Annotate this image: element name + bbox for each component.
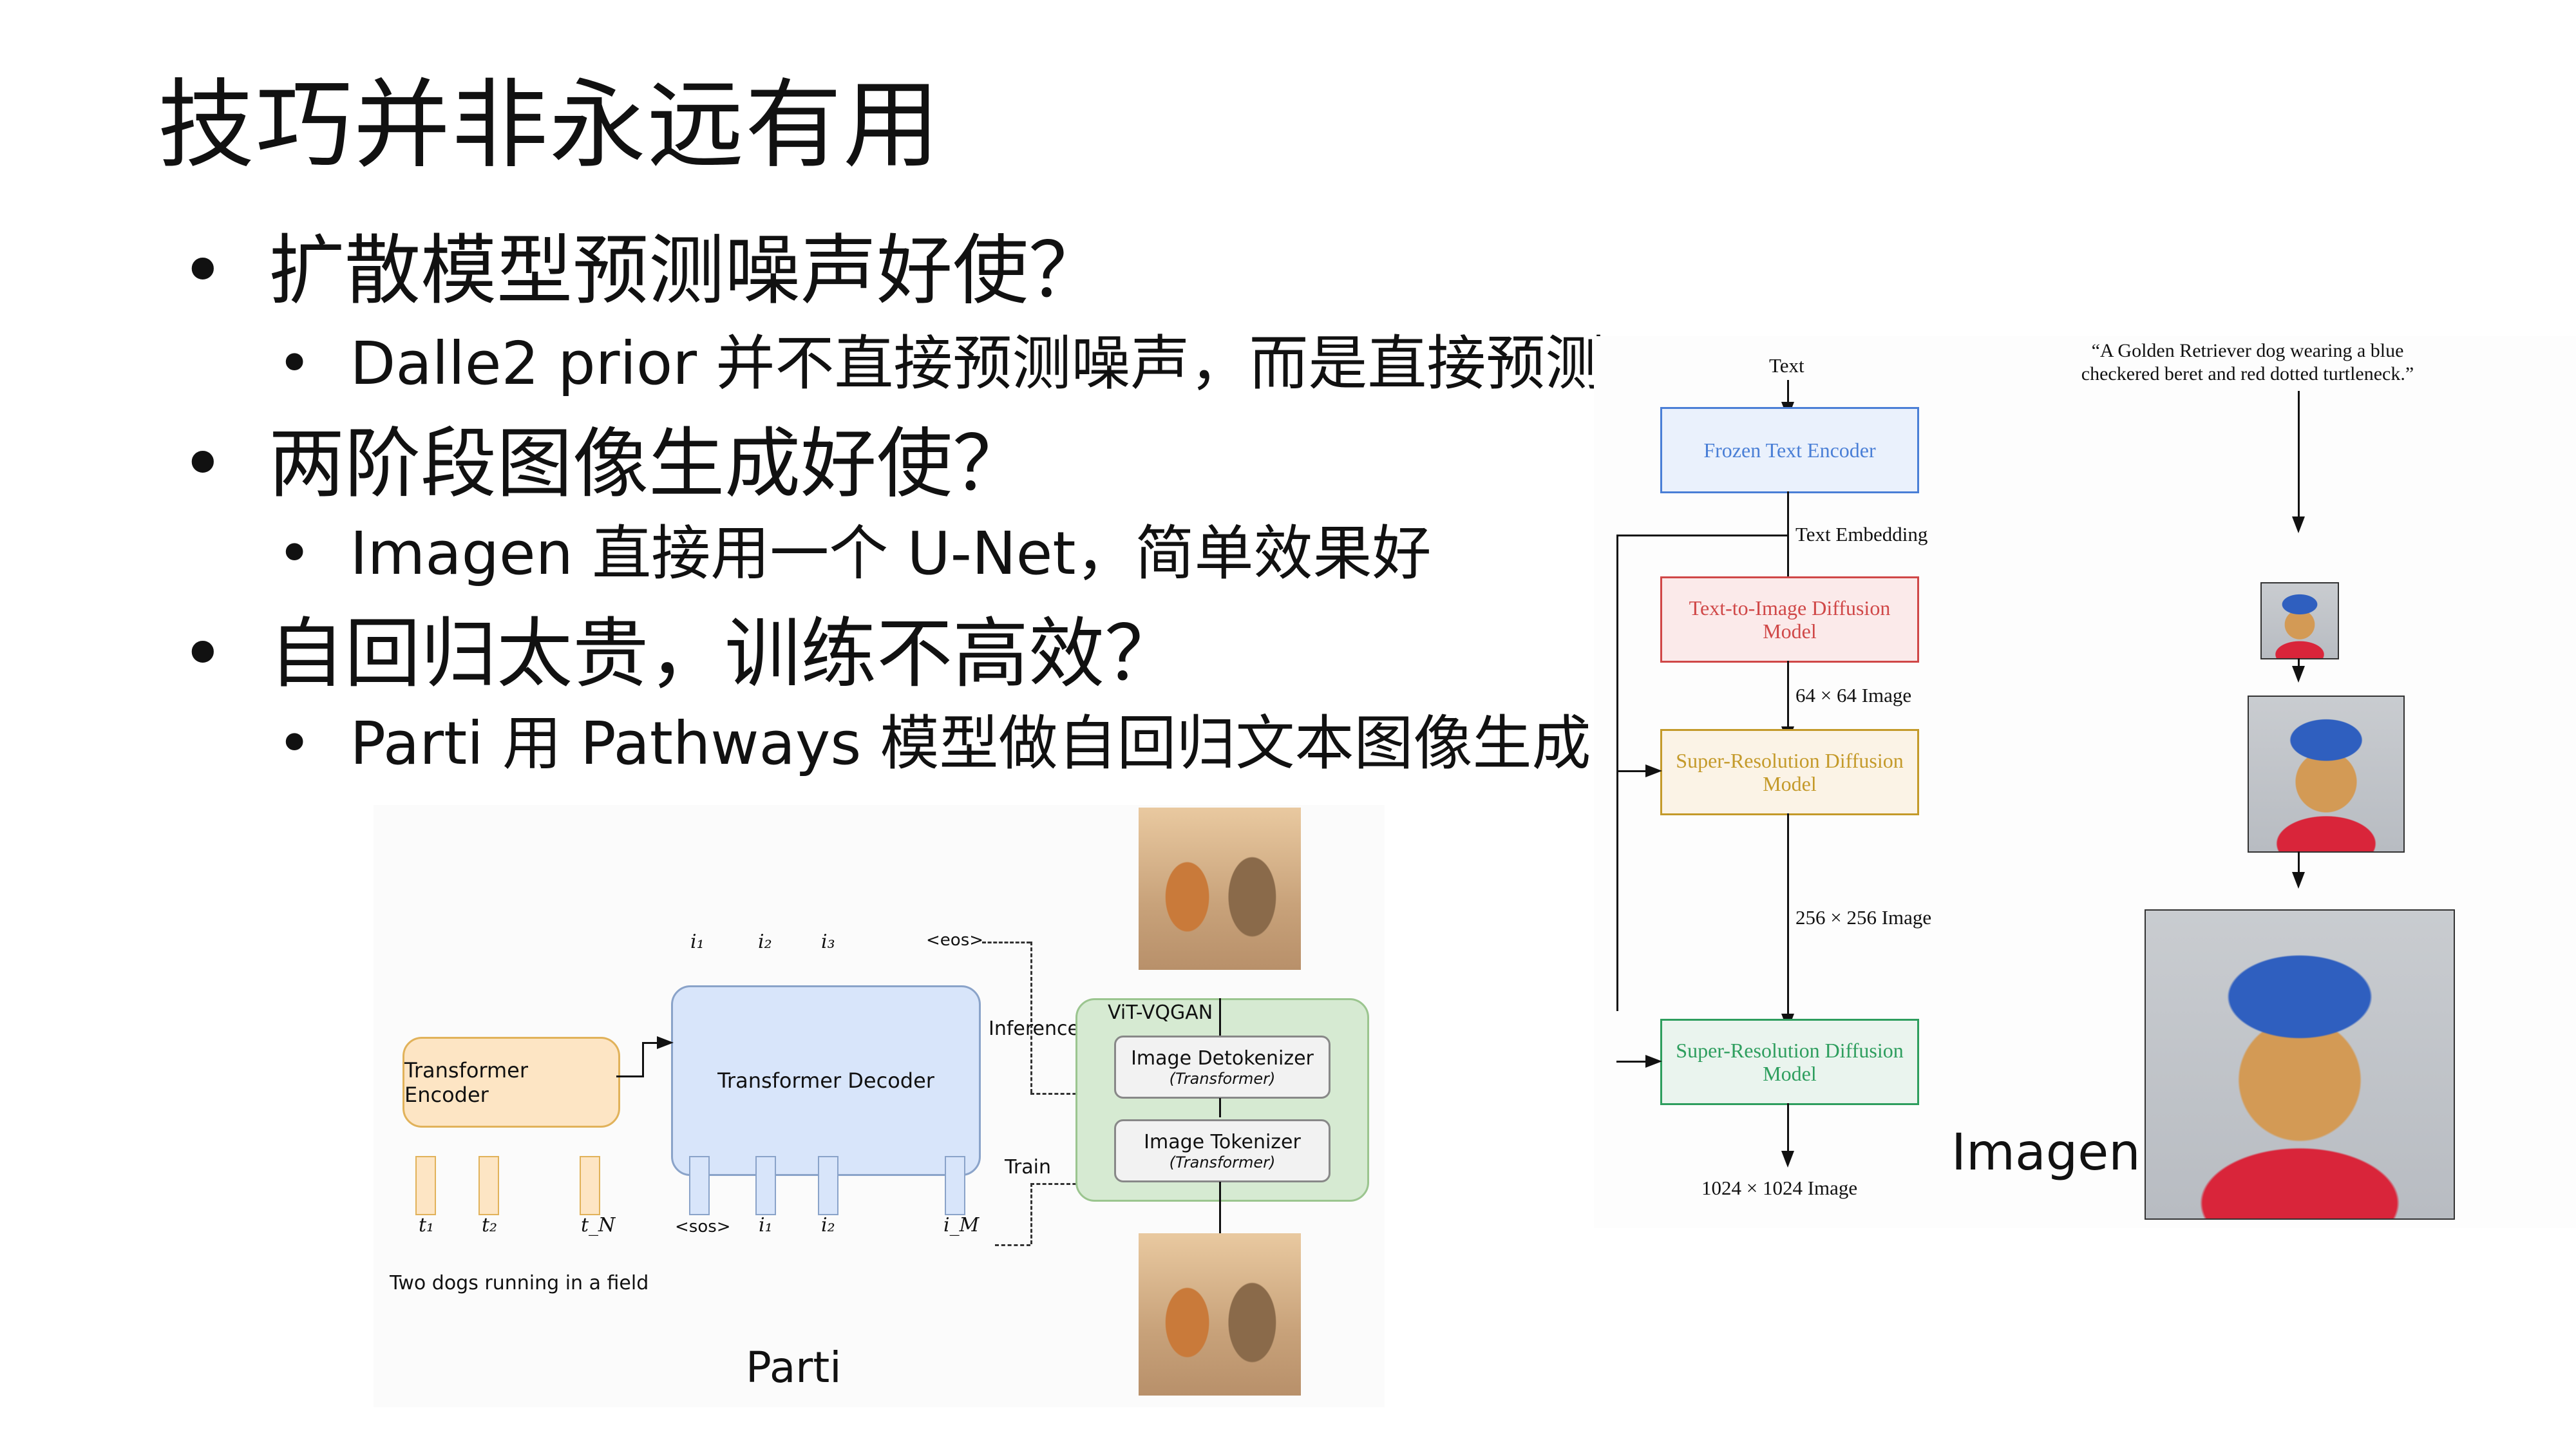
output-i1: i₁	[690, 931, 705, 953]
token-t2: t₂	[482, 1214, 498, 1236]
token-sos: <sos>	[675, 1217, 731, 1236]
bullet-dot: •	[277, 519, 312, 588]
dog-image-256	[2248, 696, 2405, 853]
imagen-prompt: “A Golden Retriever dog wearing a blue c…	[2081, 340, 2414, 384]
bullet-3-text: 自回归太贵，训练不高效？	[269, 609, 1181, 698]
output-i2: i₂	[758, 931, 772, 953]
tokenizer-subtitle: (Transformer)	[1169, 1153, 1276, 1171]
inference-path	[1030, 1093, 1088, 1095]
arrow-down-icon	[2292, 666, 2305, 683]
parti-diagram: Transformer Encoder t₁ t₂ t_N Two dogs r…	[374, 805, 1385, 1407]
text-embedding-label: Text Embedding	[1795, 523, 1928, 545]
arrow-down-icon	[1781, 1151, 1794, 1168]
input-dogs-image	[1139, 1233, 1301, 1396]
text-token	[580, 1156, 600, 1215]
edge-line	[2298, 851, 2300, 877]
text-to-image-box: Text-to-Image Diffusion Model	[1660, 576, 1919, 663]
bullet-2-text: 两阶段图像生成好使？	[269, 419, 1029, 508]
edge-line	[1787, 491, 1789, 588]
edge-line	[1787, 1103, 1789, 1155]
frozen-text-encoder-box: Frozen Text Encoder	[1660, 407, 1919, 493]
token-iM: i_M	[943, 1214, 980, 1236]
text-input-label: Text	[1769, 354, 1804, 377]
sub-bullet-1-text: Dalle2 prior 并不直接预测噪声，而是直接预测	[350, 329, 1624, 398]
encoder-to-decoder-line	[642, 1042, 644, 1077]
1024-image-label: 1024 × 1024 Image	[1701, 1177, 1858, 1199]
sub-bullet-2-text: Imagen 直接用一个 U-Net，简单效果好	[350, 519, 1432, 588]
slide-title: 技巧并非永远有用	[158, 70, 942, 182]
train-label: Train	[1005, 1156, 1051, 1179]
detokenizer-subtitle: (Transformer)	[1169, 1069, 1276, 1088]
image-token	[818, 1156, 838, 1215]
dog-image-64	[2260, 582, 2339, 659]
sub-bullet-3: • Parti 用 Pathways 模型做自回归文本图像生成	[277, 705, 1591, 782]
256-image-label: 256 × 256 Image	[1795, 906, 1932, 929]
output-eos: <eos>	[926, 931, 984, 950]
bullet-dot: •	[180, 609, 225, 698]
skip-line	[1616, 770, 1649, 772]
bullet-dot: •	[277, 329, 312, 398]
detokenizer-to-output-line	[1219, 998, 1221, 1036]
arrow-down-icon	[2292, 516, 2305, 533]
image-detokenizer-box: Image Detokenizer (Transformer)	[1114, 1036, 1331, 1099]
inference-path	[1030, 942, 1032, 1093]
transformer-encoder-box: Transformer Encoder	[402, 1037, 620, 1128]
imagen-diagram: Text Frozen Text Encoder Text Embedding …	[1594, 336, 2576, 1228]
bullet-1-text: 扩散模型预测噪声好使？	[269, 226, 1105, 315]
sub-bullet-3-text: Parti 用 Pathways 模型做自回归文本图像生成	[350, 709, 1591, 778]
sub-bullet-1: • Dalle2 prior 并不直接预测噪声，而是直接预测 zi	[277, 322, 1673, 419]
detokenizer-title: Image Detokenizer	[1131, 1046, 1314, 1070]
sub-bullet-2: • Imagen 直接用一个 U-Net，简单效果好	[277, 515, 1431, 592]
edge-line	[1787, 380, 1789, 406]
bullet-1: • 扩散模型预测噪声好使？	[180, 222, 1104, 319]
token-tN: t_N	[581, 1214, 616, 1236]
parti-caption: Parti	[746, 1343, 842, 1392]
tokenizer-title: Image Tokenizer	[1144, 1130, 1301, 1153]
bullet-2: • 两阶段图像生成好使？	[180, 415, 1028, 512]
arrow-right-icon	[657, 1036, 674, 1049]
input-to-tokenizer-line	[1219, 1182, 1221, 1246]
text-token	[478, 1156, 499, 1215]
dog-image-1024	[2145, 909, 2455, 1220]
edge-line	[1787, 813, 1789, 1019]
parti-prompt: Two dogs running in a field	[390, 1272, 649, 1294]
output-dogs-image	[1139, 808, 1301, 970]
image-token	[689, 1156, 710, 1215]
token-t1: t₁	[419, 1214, 435, 1236]
edge-line	[2298, 391, 2300, 520]
super-resolution-box-1: Super-Resolution Diffusion Model	[1660, 729, 1919, 815]
token-i2: i₂	[821, 1214, 835, 1236]
train-path	[995, 1244, 1030, 1246]
super-resolution-box-2: Super-Resolution Diffusion Model	[1660, 1019, 1919, 1105]
token-i1: i₁	[759, 1214, 773, 1236]
bullet-dot: •	[277, 709, 312, 778]
tokenizer-to-detokenizer-line	[1219, 1098, 1221, 1117]
bullet-3: • 自回归太贵，训练不高效？	[180, 605, 1180, 702]
arrow-down-icon	[2292, 872, 2305, 889]
bullet-dot: •	[180, 226, 225, 315]
train-path	[1030, 1183, 1088, 1185]
train-path	[1030, 1183, 1032, 1244]
encoder-to-decoder-line	[642, 1042, 658, 1044]
transformer-decoder-box: Transformer Decoder	[671, 985, 981, 1176]
arrow-right-icon	[1645, 764, 1662, 777]
image-tokenizer-box: Image Tokenizer (Transformer)	[1114, 1119, 1331, 1182]
output-i3: i₃	[821, 931, 835, 953]
64-image-label: 64 × 64 Image	[1795, 684, 1912, 706]
encoder-to-decoder-line	[616, 1075, 642, 1077]
inference-path	[982, 942, 1030, 943]
imagen-caption: Imagen	[1951, 1124, 2141, 1182]
text-token	[415, 1156, 436, 1215]
image-token	[755, 1156, 776, 1215]
bullet-dot: •	[180, 419, 225, 508]
skip-line	[1616, 535, 1789, 536]
inference-label: Inference	[989, 1018, 1079, 1040]
arrow-right-icon	[1645, 1055, 1662, 1068]
skip-line	[1616, 535, 1618, 1011]
edge-line	[1787, 661, 1789, 732]
vit-vqgan-label: ViT-VQGAN	[1108, 1001, 1213, 1024]
skip-line	[1616, 1061, 1649, 1063]
image-token	[945, 1156, 965, 1215]
